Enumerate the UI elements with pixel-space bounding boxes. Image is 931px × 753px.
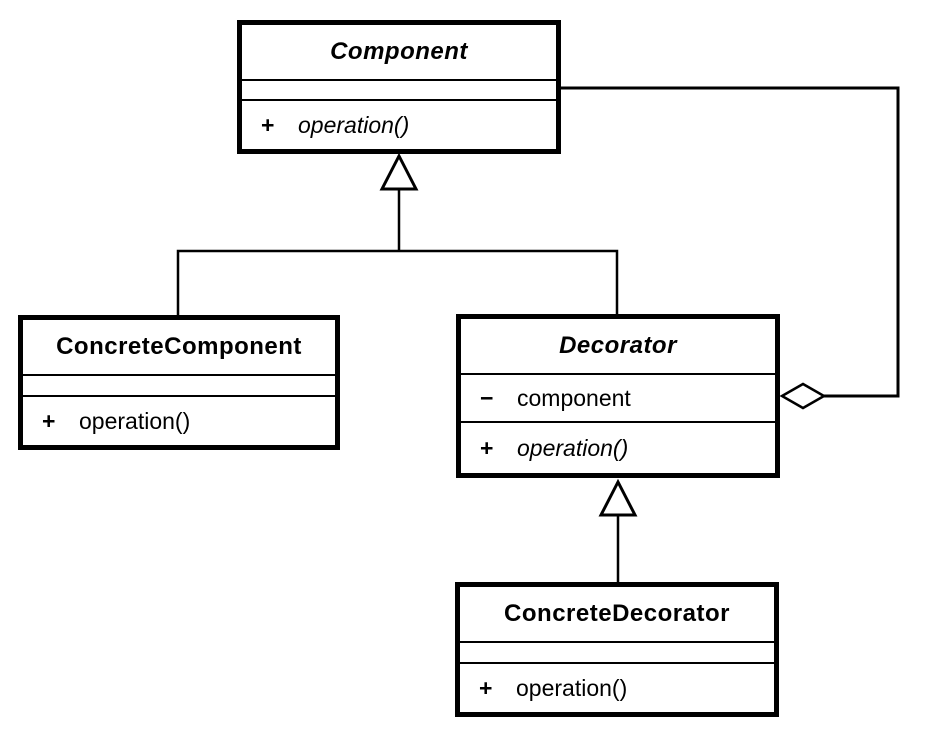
attribute-name: component [517, 384, 631, 411]
operations-compartment-decorator: + operation() [461, 423, 775, 473]
operation-signature: operation() [298, 111, 410, 138]
attributes-compartment-concrete-component-empty [23, 376, 335, 397]
hollow-diamond-icon [779, 382, 827, 410]
operation-signature: operation() [517, 434, 629, 461]
attributes-compartment-component-empty [242, 81, 556, 101]
visibility-symbol: + [480, 434, 494, 461]
class-box-concrete-decorator: ConcreteDecorator + operation() [455, 582, 779, 717]
operation-row: + operation() [460, 664, 774, 712]
attributes-compartment-decorator: − component [461, 375, 775, 423]
visibility-symbol: + [261, 111, 275, 138]
hollow-triangle-icon-component [379, 152, 419, 191]
class-box-decorator: Decorator − component + operation() [456, 314, 780, 478]
class-name-component: Component [242, 25, 556, 81]
class-name-concrete-decorator: ConcreteDecorator [460, 587, 774, 643]
visibility-symbol: + [42, 407, 56, 434]
operation-signature: operation() [516, 674, 628, 701]
class-box-component: Component + operation() [237, 20, 561, 154]
visibility-symbol: + [479, 674, 493, 701]
generalization-branch-line [176, 249, 619, 318]
operation-row: + operation() [23, 397, 335, 445]
class-name-concrete-component: ConcreteComponent [23, 320, 335, 376]
class-name-decorator: Decorator [461, 319, 775, 375]
operation-row: + operation() [461, 423, 775, 473]
operations-compartment-concrete-component: + operation() [23, 397, 335, 445]
operations-compartment-component: + operation() [242, 101, 556, 149]
attributes-compartment-concrete-decorator-empty [460, 643, 774, 664]
attribute-row: − component [461, 375, 775, 421]
visibility-symbol: − [480, 384, 494, 411]
class-box-concrete-component: ConcreteComponent + operation() [18, 315, 340, 450]
generalization-lines-to-component [176, 189, 619, 318]
aggregation-line [561, 86, 900, 398]
operation-row: + operation() [242, 101, 556, 149]
operations-compartment-concrete-decorator: + operation() [460, 664, 774, 712]
operation-signature: operation() [79, 407, 191, 434]
hollow-triangle-icon-decorator [598, 478, 638, 517]
